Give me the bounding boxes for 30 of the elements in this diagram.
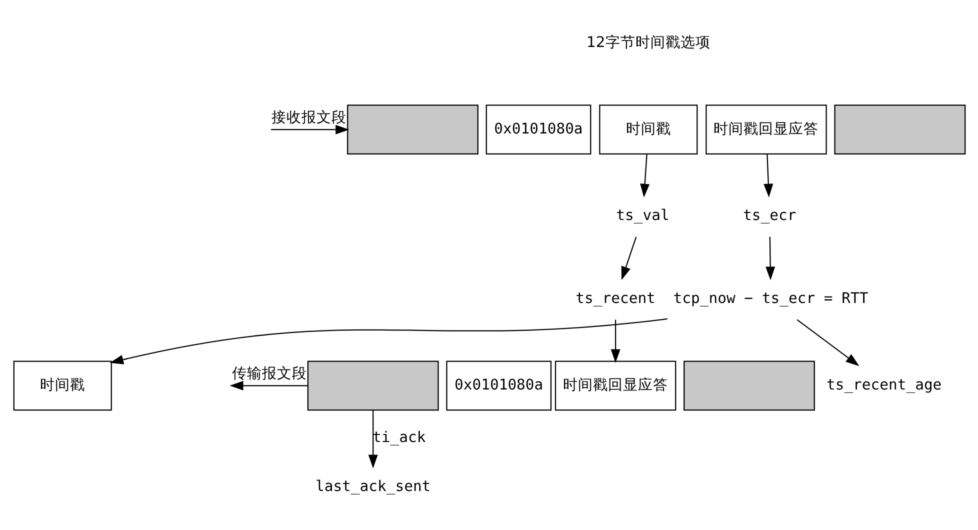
node-text: tcp_now − ts_ecr = RTT bbox=[672, 290, 868, 307]
arrow bbox=[620, 236, 636, 280]
arrow bbox=[640, 154, 650, 198]
edge-label: 接收报文段 bbox=[271, 109, 346, 126]
node-box: 时间戳 bbox=[12, 360, 112, 411]
arrow bbox=[229, 380, 308, 390]
node-box: 时间戳回显应答 bbox=[705, 104, 826, 155]
node-box: 0x0101080a bbox=[446, 360, 552, 411]
node-text: ts_val bbox=[616, 207, 669, 224]
edge-label: 传输报文段 bbox=[231, 365, 306, 382]
node-box bbox=[306, 360, 438, 411]
label: 12字节时间戳选项 bbox=[586, 34, 710, 51]
node-box: 时间戳 bbox=[598, 104, 698, 155]
arrow bbox=[763, 154, 773, 198]
arrow bbox=[765, 236, 775, 280]
node-box: 0x0101080a bbox=[485, 104, 591, 155]
node-box: 时间戳回显应答 bbox=[554, 360, 676, 411]
arrow bbox=[109, 318, 667, 364]
arrow bbox=[796, 319, 859, 366]
node-box bbox=[346, 104, 478, 155]
edge-label: ti_ack bbox=[372, 429, 426, 446]
node-text: ts_ecr bbox=[742, 207, 796, 224]
node-text: ts_recent_age bbox=[826, 376, 942, 394]
node-box bbox=[683, 360, 814, 411]
arrow bbox=[270, 124, 349, 134]
node-text: last_ack_sent bbox=[314, 478, 430, 495]
arrow bbox=[368, 410, 378, 468]
node-box bbox=[834, 104, 966, 155]
arrow bbox=[610, 320, 620, 363]
node-text: ts_recent bbox=[575, 290, 655, 307]
